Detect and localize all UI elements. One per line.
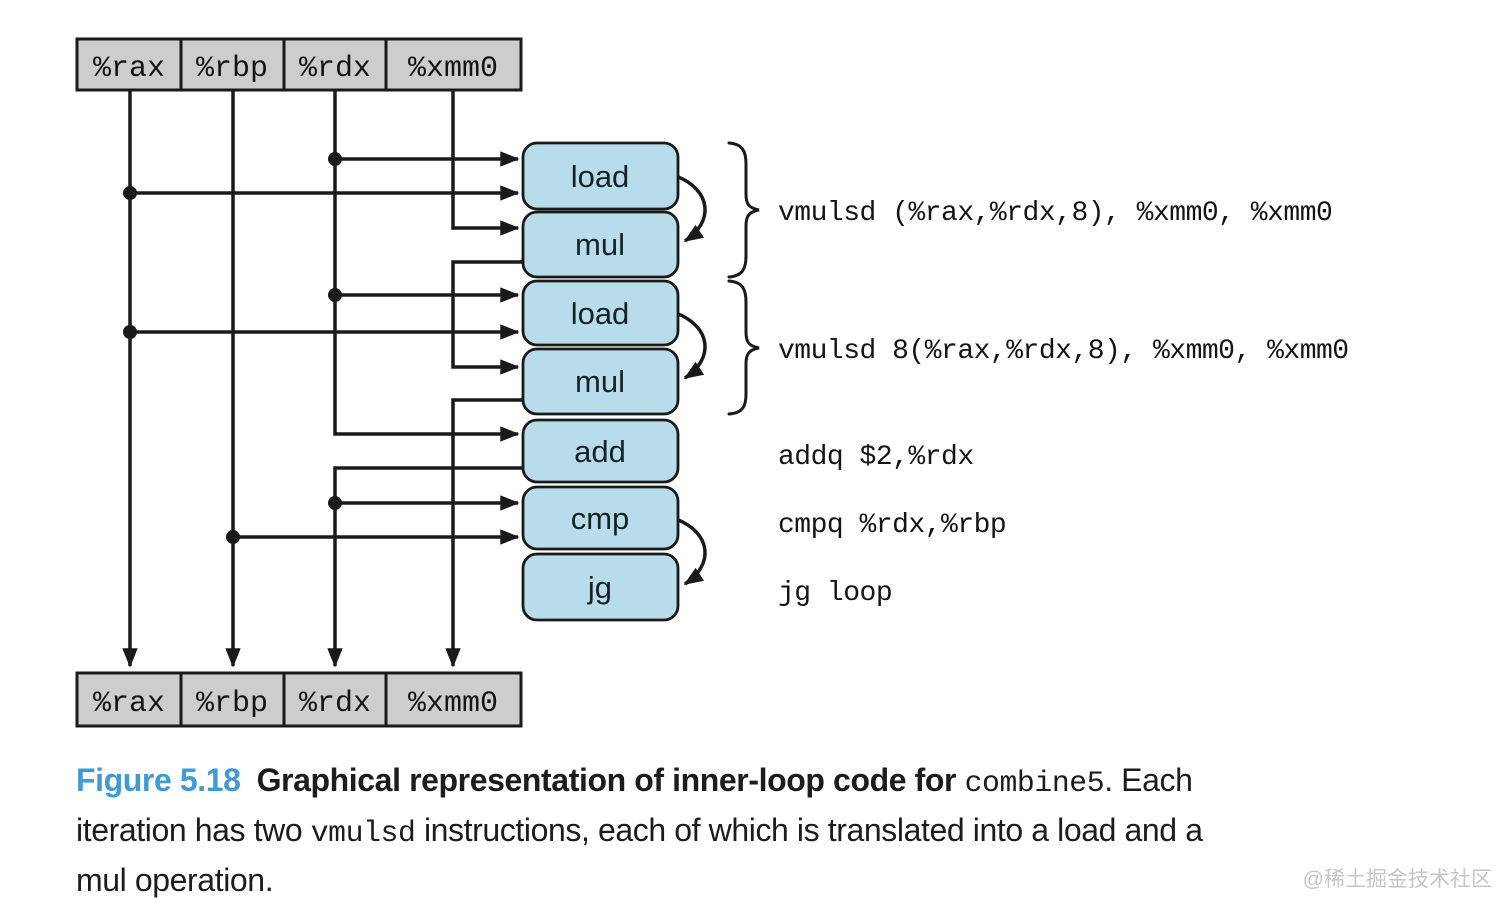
cmp-to-jg-curve xyxy=(675,517,707,586)
dataflow-diagram: %rax %rbp %rdx %xmm0 xyxy=(75,37,1349,728)
caption-title-tail: . Each xyxy=(1104,762,1193,798)
caption-text: iteration has two xyxy=(76,812,303,848)
op-label-load2: load xyxy=(571,296,630,331)
op-label-mul1: mul xyxy=(575,227,625,262)
register-label-rdx-top: %rdx xyxy=(299,52,371,86)
register-label-rbp-top: %rbp xyxy=(196,52,268,86)
asm-line-jg: jg loop xyxy=(778,578,892,609)
mul1-to-mul2-line xyxy=(451,260,523,375)
op-box-cmp xyxy=(521,485,680,551)
op-box-load2 xyxy=(521,279,680,347)
op-box-jg xyxy=(521,552,680,622)
load2-to-mul2-curve xyxy=(675,311,707,380)
op-label-load1: load xyxy=(571,159,630,194)
curly-brace-vmulsd1 xyxy=(727,141,760,279)
junction-dot xyxy=(328,288,342,302)
junction-dot xyxy=(328,152,342,166)
operation-boxes: load mul load mul add cmp jg xyxy=(521,141,680,622)
asm-line-vmulsd1: vmulsd (%rax,%rdx,8), %xmm0, %xmm0 xyxy=(778,198,1332,229)
op-box-add xyxy=(521,418,680,484)
rdx-line-into-add xyxy=(333,90,520,442)
junction-dot xyxy=(123,186,137,200)
grouping-braces xyxy=(727,141,760,416)
op-box-mul1 xyxy=(521,210,680,279)
op-label-jg: jg xyxy=(587,570,612,605)
register-bank-bottom-frame xyxy=(75,671,523,728)
add-out-to-rdx-line xyxy=(327,466,523,668)
caption-title: Graphical representation of inner-loop c… xyxy=(256,762,957,798)
register-label-xmm0-top: %xmm0 xyxy=(408,52,498,86)
op-box-mul2 xyxy=(521,347,680,416)
load1-to-mul1-curve xyxy=(675,174,707,243)
figure-caption: Figure 5.18 Graphical representation of i… xyxy=(76,757,1496,904)
op-label-add: add xyxy=(574,434,626,469)
junction-dot xyxy=(123,325,137,339)
register-bank-top: %rax %rbp %rdx %xmm0 xyxy=(75,37,523,92)
caption-line-1: Figure 5.18 Graphical representation of i… xyxy=(76,757,1496,807)
dataflow-edges xyxy=(122,90,707,668)
asm-line-vmulsd2: vmulsd 8(%rax,%rdx,8), %xmm0, %xmm0 xyxy=(778,336,1349,367)
register-label-rax-top: %rax xyxy=(93,52,165,86)
junction-dot xyxy=(328,496,342,510)
op-box-load1 xyxy=(521,141,680,211)
watermark: @稀土掘金技术社区 xyxy=(1302,868,1492,891)
caption-text: instructions, each of which is translate… xyxy=(423,812,1203,848)
register-label-rbp-bottom: %rbp xyxy=(196,687,268,721)
register-label-rdx-bottom: %rdx xyxy=(299,687,371,721)
op-label-mul2: mul xyxy=(575,364,625,399)
caption-text: mul operation. xyxy=(76,862,274,898)
xmm0-line-into-mul1 xyxy=(451,90,520,236)
mul2-to-xmm0-line xyxy=(445,398,523,668)
caption-line-3: mul operation. xyxy=(76,857,1496,904)
register-bank-top-frame xyxy=(75,37,523,92)
asm-line-addq: addq $2,%rdx xyxy=(778,442,974,473)
figure-number: Figure 5.18 xyxy=(76,762,241,798)
curly-brace-vmulsd2 xyxy=(727,279,760,416)
junction-dot xyxy=(226,530,240,544)
op-label-cmp: cmp xyxy=(571,501,630,536)
register-label-rax-bottom: %rax xyxy=(93,687,165,721)
caption-code-vmulsd: vmulsd xyxy=(310,816,416,850)
register-label-xmm0-bottom: %xmm0 xyxy=(408,687,498,721)
asm-line-cmpq: cmpq %rdx,%rbp xyxy=(778,510,1006,541)
caption-code-combine5: combine5 xyxy=(964,766,1105,800)
caption-line-2: iteration has two vmulsd instructions, e… xyxy=(76,807,1496,857)
register-bank-bottom: %rax %rbp %rdx %xmm0 xyxy=(75,671,523,728)
assembly-annotations: vmulsd (%rax,%rdx,8), %xmm0, %xmm0 vmuls… xyxy=(778,198,1349,609)
